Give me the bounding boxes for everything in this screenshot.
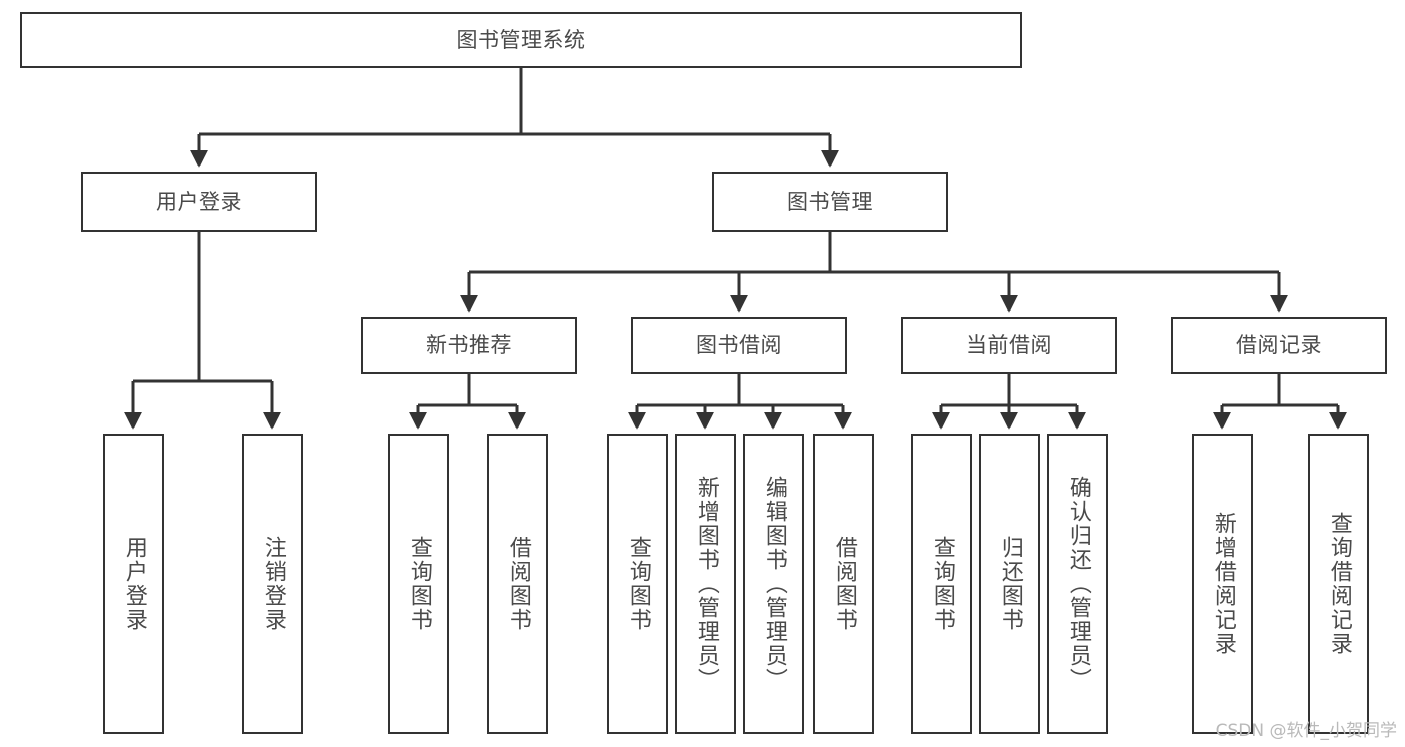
- node-new-book-rec-label: 新书推荐: [426, 333, 512, 357]
- node-borrow-record[interactable]: 借阅记录: [1171, 317, 1387, 374]
- node-book-manage[interactable]: 图书管理: [712, 172, 948, 232]
- node-user-login[interactable]: 用户登录: [81, 172, 317, 232]
- node-root-label: 图书管理系统: [456, 27, 586, 52]
- node-leaf-query-book-1[interactable]: 查询图书: [388, 434, 449, 734]
- node-leaf-user-login[interactable]: 用户登录: [103, 434, 164, 734]
- node-leaf-add-book[interactable]: 新增图书（管理员）: [675, 434, 736, 734]
- node-leaf-query-book-3-label: 查询图书: [929, 536, 955, 632]
- node-leaf-borrow-book-2[interactable]: 借阅图书: [813, 434, 874, 734]
- csdn-watermark: CSDN @软件_小贺同学: [1215, 721, 1397, 741]
- node-leaf-borrow-book-1-label: 借阅图书: [505, 536, 531, 632]
- node-leaf-query-book-1-label: 查询图书: [406, 536, 432, 632]
- node-leaf-logout-label: 注销登录: [260, 536, 286, 632]
- node-leaf-query-book-2-label: 查询图书: [625, 536, 651, 632]
- node-borrow-record-label: 借阅记录: [1236, 333, 1322, 357]
- node-leaf-add-book-label: 新增图书（管理员）: [693, 476, 719, 692]
- node-leaf-add-record-label: 新增借阅记录: [1210, 512, 1236, 656]
- node-leaf-logout[interactable]: 注销登录: [242, 434, 303, 734]
- node-book-borrow-label: 图书借阅: [696, 333, 782, 357]
- node-leaf-edit-book-label: 编辑图书（管理员）: [761, 476, 787, 692]
- node-current-borrow[interactable]: 当前借阅: [901, 317, 1117, 374]
- node-root[interactable]: 图书管理系统: [20, 12, 1022, 68]
- node-leaf-confirm-return-label: 确认归还（管理员）: [1065, 476, 1091, 692]
- node-leaf-borrow-book-2-label: 借阅图书: [831, 536, 857, 632]
- node-leaf-return-book-label: 归还图书: [997, 536, 1023, 632]
- node-leaf-user-login-label: 用户登录: [121, 536, 147, 632]
- node-leaf-confirm-return[interactable]: 确认归还（管理员）: [1047, 434, 1108, 734]
- node-book-borrow[interactable]: 图书借阅: [631, 317, 847, 374]
- node-new-book-rec[interactable]: 新书推荐: [361, 317, 577, 374]
- node-current-borrow-label: 当前借阅: [966, 333, 1052, 357]
- node-leaf-query-record[interactable]: 查询借阅记录: [1308, 434, 1369, 734]
- node-leaf-edit-book[interactable]: 编辑图书（管理员）: [743, 434, 804, 734]
- node-leaf-add-record[interactable]: 新增借阅记录: [1192, 434, 1253, 734]
- node-leaf-query-record-label: 查询借阅记录: [1326, 512, 1352, 656]
- node-user-login-label: 用户登录: [156, 189, 242, 214]
- node-leaf-query-book-2[interactable]: 查询图书: [607, 434, 668, 734]
- node-leaf-query-book-3[interactable]: 查询图书: [911, 434, 972, 734]
- node-book-manage-label: 图书管理: [787, 189, 873, 214]
- node-leaf-return-book[interactable]: 归还图书: [979, 434, 1040, 734]
- node-leaf-borrow-book-1[interactable]: 借阅图书: [487, 434, 548, 734]
